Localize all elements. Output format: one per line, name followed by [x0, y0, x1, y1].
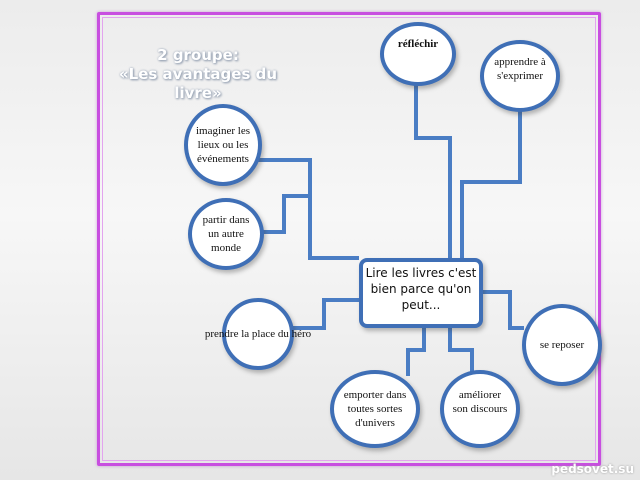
link-reflechir — [414, 82, 452, 258]
link-imaginer — [258, 158, 359, 260]
node-emporter: emporter dans toutes sortes d'univers — [330, 370, 420, 448]
node-reposer-label: se reposer — [539, 339, 585, 351]
node-prendre: prendre la place du héro — [205, 298, 311, 370]
node-reflechir-label: réfléchir — [397, 38, 439, 50]
node-apprendre: apprendre à s'exprimer — [480, 40, 560, 112]
node-reflechir: réfléchir — [380, 22, 456, 86]
node-partir-label: partir dans un autre monde — [202, 214, 250, 254]
node-prendre-label: prendre la place du héro — [204, 328, 312, 340]
slide-frame — [97, 12, 601, 466]
node-ameliorer-label: améliorer son discours — [452, 389, 508, 415]
node-ameliorer: améliorer son discours — [440, 370, 520, 448]
central-node: Lire les livres c'est bien parce qu'on p… — [359, 258, 483, 328]
slide-title: 2 groupe: «Les avantages du livre» — [118, 46, 278, 102]
link-emporter — [406, 328, 426, 376]
link-reposer — [483, 290, 524, 330]
watermark: pedsovet.su — [551, 462, 634, 476]
node-apprendre-label: apprendre à s'exprimer — [494, 56, 546, 82]
link-prendre — [292, 298, 359, 330]
node-imaginer-label: imaginer les lieux ou les événements — [195, 125, 251, 165]
link-ameliorer — [448, 328, 474, 374]
link-partir — [262, 194, 310, 234]
node-emporter-label: emporter dans toutes sortes d'univers — [343, 389, 407, 429]
node-partir: partir dans un autre monde — [188, 198, 264, 270]
node-imaginer: imaginer les lieux ou les événements — [184, 104, 262, 186]
node-reposer: se reposer — [522, 304, 602, 386]
link-apprendre — [460, 110, 522, 258]
central-node-label: Lire les livres c'est bien parce qu'on p… — [365, 266, 477, 312]
